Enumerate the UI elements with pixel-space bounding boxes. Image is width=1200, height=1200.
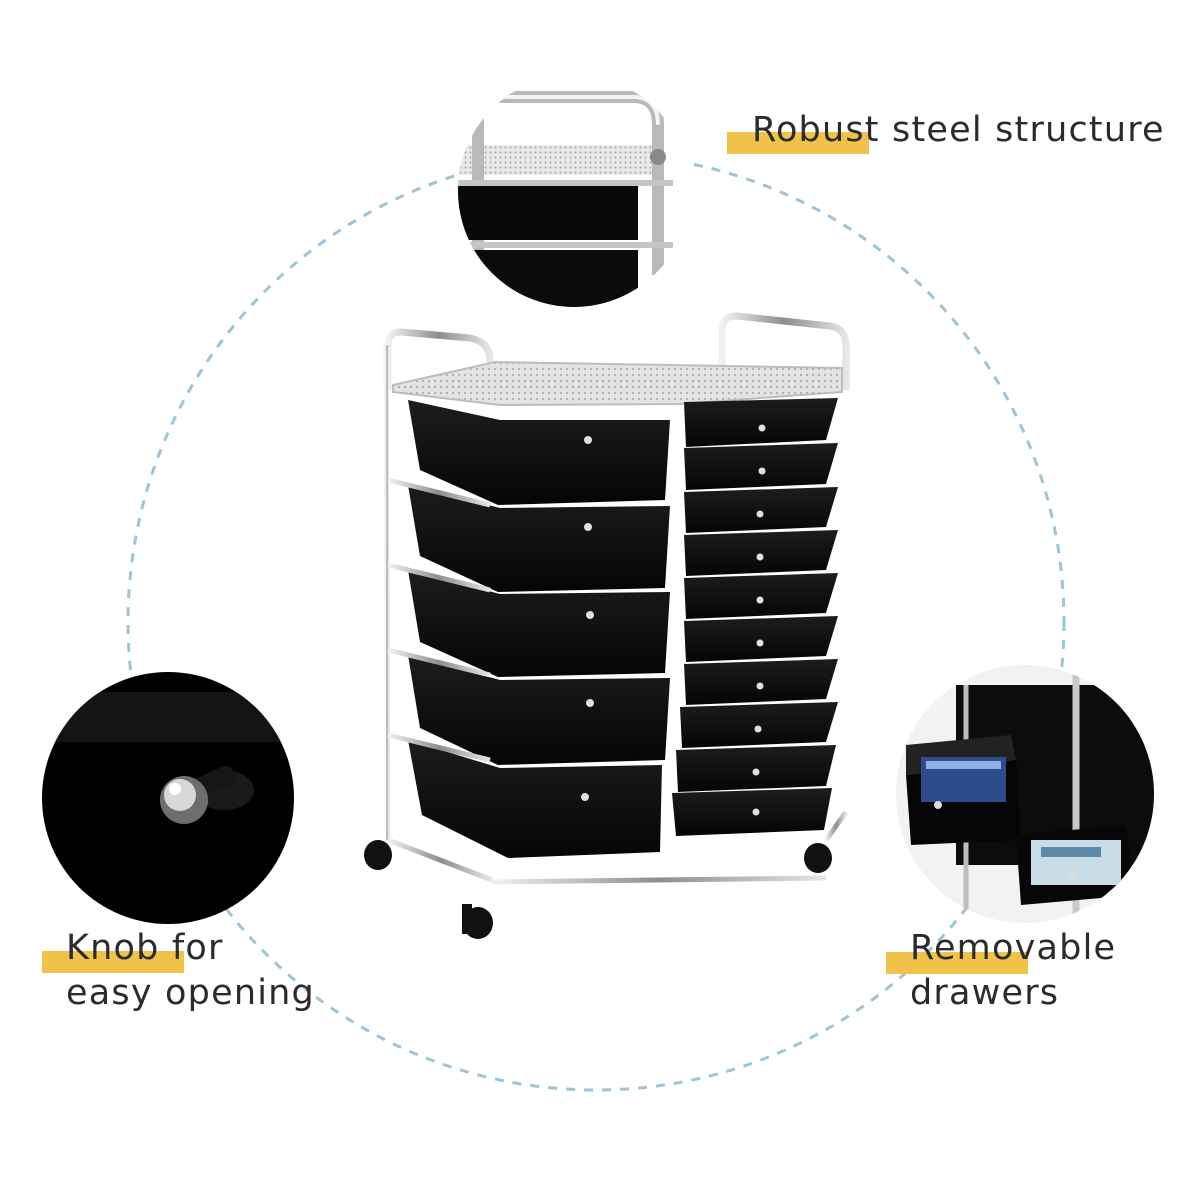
zoom-knob bbox=[42, 672, 294, 924]
zoom-removable-drawers bbox=[896, 665, 1154, 923]
steel-frame bbox=[383, 344, 849, 890]
label-line: easy opening bbox=[66, 973, 315, 1013]
left-handle bbox=[384, 328, 494, 395]
label-line: Knob for bbox=[66, 928, 224, 968]
caster-wheels bbox=[364, 840, 832, 939]
label-underline-knob bbox=[42, 951, 184, 973]
right-handle bbox=[718, 312, 850, 390]
right-drawer-column bbox=[672, 398, 838, 836]
label-line: Removable bbox=[910, 928, 1117, 968]
label-underline-steel bbox=[727, 132, 869, 154]
label-line: Robust steel structure bbox=[752, 110, 1165, 150]
zoom-steel-structure bbox=[458, 75, 690, 307]
label-knob: Knob for easy opening bbox=[66, 926, 315, 1016]
label-steel-structure: Robust steel structure bbox=[752, 108, 1165, 153]
label-underline-removable bbox=[886, 952, 1028, 974]
top-shelf bbox=[392, 360, 843, 407]
left-drawer-column bbox=[408, 400, 670, 858]
label-line: drawers bbox=[910, 973, 1060, 1013]
label-removable-drawers: Removable drawers bbox=[910, 926, 1116, 1016]
